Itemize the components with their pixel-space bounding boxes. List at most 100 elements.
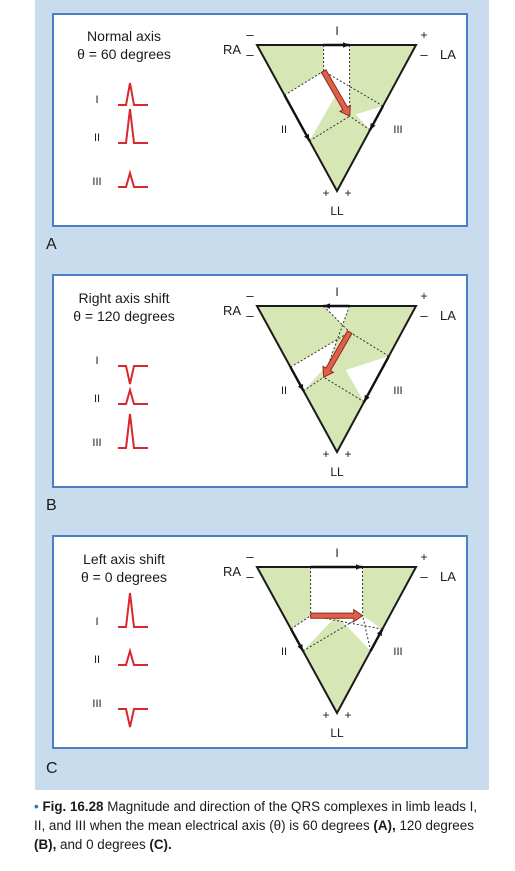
panel-a-lead-i-arrowhead [343,42,350,48]
panel-b-title-line2: θ = 120 degrees [73,308,175,324]
caption-ref-c: (C). [149,837,172,852]
caption-text-2: 120 degrees [395,818,474,833]
panel-a-qrs-lead-iii [118,169,148,188]
panel-c-lead-ii-label: II [94,654,100,666]
panel-b-title: Right axis shift θ = 120 degrees [54,289,194,325]
panel-b-shade-la [323,306,416,378]
panel-b-lead-ii-arrowhead [297,383,304,391]
panel-a-la-minus-sign: – [420,47,428,62]
figure-caption: • Fig. 16.28 Magnitude and direction of … [34,797,484,854]
panel-c-title-line2: θ = 0 degrees [80,569,167,585]
panel-a-mean-electrical-vector [320,69,351,117]
panel-c-label: C [46,760,58,777]
panel-c-lead-iii-label: III [92,698,101,710]
panel-a-title-line1: Normal axis [87,28,161,44]
caption-text-1: Magnitude and direction of the QRS compl… [34,799,478,833]
panel-c-lead-ii-arrowhead [297,643,304,651]
panel-b-lead-ii-axis-label: II [281,385,287,397]
panel-c-qrs-lead-iii [118,708,148,728]
panel-a-la-plus-sign: + [420,28,427,42]
panel-c-la-plus-sign: + [420,550,427,564]
panel-a-qrs-lead-i [118,82,148,106]
panel-c-shade-ra [257,567,311,630]
panel-a-ra-minus-sign: – [246,27,254,42]
caption-ref-a: (A), [373,818,396,833]
panel-b-shade-ra [257,306,350,368]
panel-b-mean-electrical-vector [322,330,353,378]
caption-text-3: and 0 degrees [56,837,150,852]
panel-c-ra-minus-sign: – [246,549,254,564]
panel-c-vertex-la-label: LA [440,569,456,584]
panel-c-lead-i-label: I [95,616,98,628]
panel-c-shade-ll [303,615,371,713]
panel-c-projection-ii-1 [302,615,363,652]
caption-fig-number: Fig. 16.28 [42,799,104,814]
panel-a-projection-iii-1 [349,115,371,131]
panel-b-projection-ii-1 [303,376,324,392]
panel-c-qrs-lead-i [118,592,148,628]
panel-b-vertex-ra-label: RA [223,303,241,318]
panel-b-lead-iii-arrowhead [364,394,370,402]
panel-a-lead-i-axis-label: I [335,24,338,38]
panel-a-title: Normal axis θ = 60 degrees [54,27,194,63]
panel-c-lead-ii-axis-label: II [281,646,287,658]
panel-a-vertex-ll-label: LL [330,204,344,218]
panel-b-vertex-ll-label: LL [330,465,344,479]
panel-b-lead-i-arrowhead [323,303,330,309]
panel-c-shade-la [362,567,416,630]
panel-a-vertex-ra-label: RA [223,42,241,57]
panel-a-label: A [46,236,57,253]
panel-c-ll-plus-sign-ii: + [322,708,329,722]
panel-a-projection-iii-0 [323,70,384,107]
panel-a-qrs-lead-ii [118,108,148,144]
panel-a-title-line2: θ = 60 degrees [77,46,171,62]
panel-c-title: Left axis shift θ = 0 degrees [54,550,194,586]
panel-b-ll-plus-sign-iii: + [344,447,351,461]
panel-b-ra-minus-sign-2: – [246,308,254,323]
panel-a-lead-iii-label: III [92,176,101,188]
panel-b-projection-ii-0 [290,331,350,368]
panel-a-shade-la [349,45,416,117]
panel-b-lead-ii-label: II [94,393,100,405]
panel-b-lead-i-label: I [95,355,98,367]
panel-c-lead-i-axis-label: I [335,546,338,560]
panel-b-shade-ll [303,354,365,452]
panel-a-lead-ii-label: II [94,132,100,144]
panel-b-lead-i-axis-label: I [335,285,338,299]
panel-b-la-minus-sign: – [420,308,428,323]
panel-a-ll-plus-sign-ii: + [322,186,329,200]
panel-a-ra-minus-sign-2: – [246,47,254,62]
panel-a-ll-plus-sign-iii: + [344,186,351,200]
panel-b-qrs-lead-iii [118,413,148,449]
panel-c-ra-minus-sign-2: – [246,569,254,584]
panel-a-lead-ii-axis-label: II [281,124,287,136]
panel-b-ra-minus-sign: – [246,288,254,303]
panel-a-lead-iii-axis-label: III [393,124,402,136]
caption-bullet: • [34,799,39,814]
panel-b-projection-i-1 [323,305,350,378]
panel-c-lead-iii-axis-label: III [393,646,402,658]
panel-b-title-line1: Right axis shift [78,290,170,306]
panel-b-lead-iii-projection-arrow [363,355,390,403]
panel-b-la-plus-sign: + [420,289,427,303]
panel-c-qrs-lead-ii [118,647,148,666]
panel-b-vertex-la-label: LA [440,308,456,323]
panel-c-title-line1: Left axis shift [83,551,165,567]
panel-b-qrs-lead-ii [118,386,148,405]
panel-c-vertex-ra-label: RA [223,564,241,579]
panel-a-shade-ra [257,45,324,96]
panel-c-vertex-ll-label: LL [330,726,344,740]
panel-b-label: B [46,497,57,514]
panel-b-qrs-lead-i [118,365,148,385]
panel-c-lead-i-arrowhead [356,564,363,570]
panel-c-lead-iii-arrowhead [376,629,383,637]
panel-c-ll-plus-sign-iii: + [344,708,351,722]
panel-c-mean-electrical-vector [310,608,364,623]
panel-b-lead-iii-axis-label: III [393,385,402,397]
